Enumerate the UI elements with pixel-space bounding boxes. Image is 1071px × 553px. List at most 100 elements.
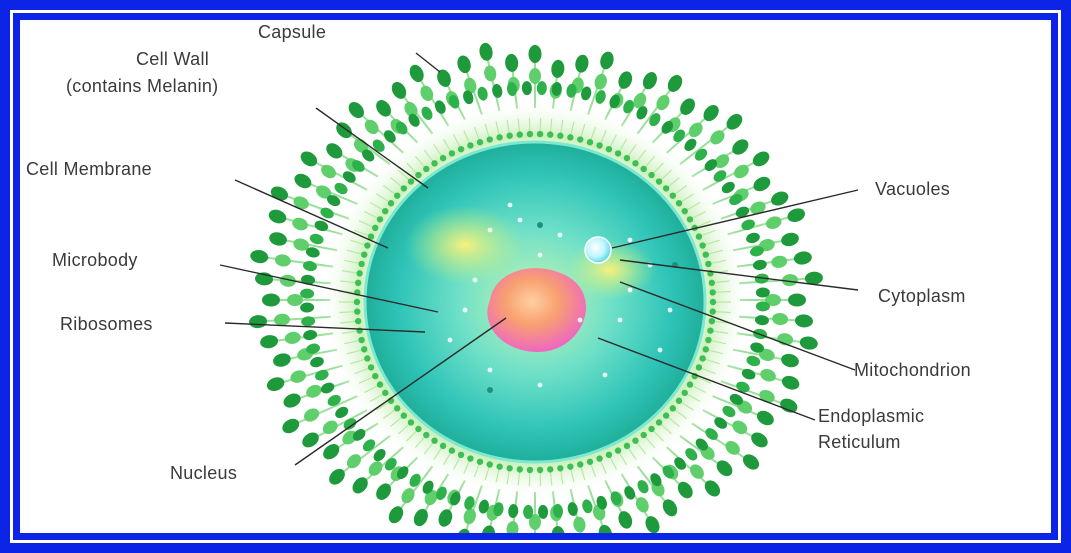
membrane-bead — [547, 466, 553, 472]
capsule-bead — [304, 382, 324, 400]
membrane-bead — [699, 355, 705, 361]
membrane-bead — [449, 150, 455, 156]
label-cell-membrane: Cell Membrane — [26, 159, 152, 179]
cell-wall-bead — [319, 381, 336, 396]
cell-wall-bead — [302, 329, 317, 341]
membrane-bead — [355, 280, 361, 286]
capsule-bead — [598, 50, 615, 71]
capsule-bead — [478, 42, 494, 62]
capsule-bead — [551, 526, 566, 533]
membrane-bead — [458, 146, 464, 152]
capsule-bead — [772, 312, 789, 325]
capsule-bead — [529, 68, 541, 84]
membrane-bead — [547, 131, 553, 137]
capsule-bead — [362, 117, 381, 137]
membrane-bead — [710, 308, 716, 314]
capsule-bead — [751, 174, 773, 194]
capsule-bead — [299, 429, 321, 450]
capsule-bead — [799, 335, 819, 351]
capsule-bead — [483, 65, 498, 83]
capsule-bead — [597, 523, 614, 533]
membrane-bead — [408, 178, 414, 184]
label-mitochondrion: Mitochondrion — [854, 360, 971, 380]
membrane-bead — [382, 208, 388, 214]
capsule-stalk — [721, 381, 789, 406]
membrane-bead — [388, 200, 394, 206]
capsule-bead — [780, 374, 801, 392]
capsule-bead — [386, 504, 406, 526]
capsule-bead — [411, 507, 430, 529]
capsule-bead — [788, 294, 806, 307]
capsule-bead — [274, 253, 292, 268]
membrane-bead — [440, 443, 446, 449]
membrane-bead — [354, 308, 360, 314]
membrane-bead — [624, 443, 630, 449]
capsule-bead — [366, 459, 385, 479]
capsule-bead — [794, 314, 813, 329]
membrane-bead — [517, 466, 523, 472]
capsule-bead — [462, 507, 478, 526]
capsule-bead — [780, 231, 801, 248]
membrane-bead — [496, 463, 502, 469]
membrane-bead — [615, 150, 621, 156]
cytoplasm-dot — [628, 288, 633, 293]
membrane-bead — [676, 200, 682, 206]
membrane-bead — [506, 465, 512, 471]
membrane-bead — [707, 327, 713, 333]
membrane-bead — [615, 447, 621, 453]
capsule-bead — [284, 331, 302, 346]
membrane-bead — [648, 172, 654, 178]
capsule-bead — [616, 509, 634, 530]
cytoplasm-dot — [558, 233, 563, 238]
capsule-bead — [298, 148, 320, 169]
membrane-bead — [467, 455, 473, 461]
capsule-bead — [407, 63, 426, 85]
membrane-bead — [696, 233, 702, 239]
capsule-bead — [786, 206, 807, 224]
cytoplasm-dot — [448, 338, 453, 343]
membrane-bead — [423, 432, 429, 438]
capsule-bead — [455, 54, 472, 75]
membrane-bead — [487, 136, 493, 142]
microbody-glow — [405, 205, 525, 285]
membrane-bead — [506, 133, 512, 139]
cytoplasm-dot — [603, 373, 608, 378]
membrane-bead — [361, 346, 367, 352]
capsule-bead — [665, 72, 685, 94]
diagram-canvas: Capsule Cell Wall (contains Melanin) Cel… — [20, 20, 1051, 533]
membrane-bead — [382, 390, 388, 396]
membrane-bead — [358, 337, 364, 343]
capsule-bead — [748, 429, 770, 450]
capsule-stalk — [486, 52, 499, 111]
capsule-bead — [687, 462, 706, 482]
capsule-bead — [272, 351, 293, 368]
cytoplasm-dot — [658, 348, 663, 353]
capsule-bead — [714, 457, 736, 479]
membrane-bead — [567, 463, 573, 469]
cytoplasm-dot — [463, 308, 468, 313]
cell-wall-bead — [745, 231, 761, 245]
membrane-bead — [687, 216, 693, 222]
capsule-bead — [750, 148, 772, 169]
cytoplasm-dot — [473, 278, 478, 283]
capsule-bead — [292, 171, 314, 191]
membrane-bead — [648, 426, 654, 432]
membrane-bead — [377, 381, 383, 387]
capsule-bead — [291, 216, 310, 233]
membrane-bead — [477, 139, 483, 145]
cytoplasm-dot — [518, 218, 523, 223]
cell-wall-bead — [476, 86, 489, 102]
membrane-bead — [408, 419, 414, 425]
cell-wall-bead — [581, 498, 594, 514]
membrane-bead — [517, 131, 523, 137]
membrane-bead — [596, 142, 602, 148]
label-microbody: Microbody — [52, 250, 138, 270]
ribosome-dot — [487, 387, 493, 393]
membrane-bead — [355, 318, 361, 324]
membrane-bead — [364, 242, 370, 248]
cytoplasm-dot — [538, 253, 543, 258]
membrane-bead — [606, 146, 612, 152]
cytoplasm-dot — [488, 228, 493, 233]
capsule-bead — [593, 72, 609, 91]
